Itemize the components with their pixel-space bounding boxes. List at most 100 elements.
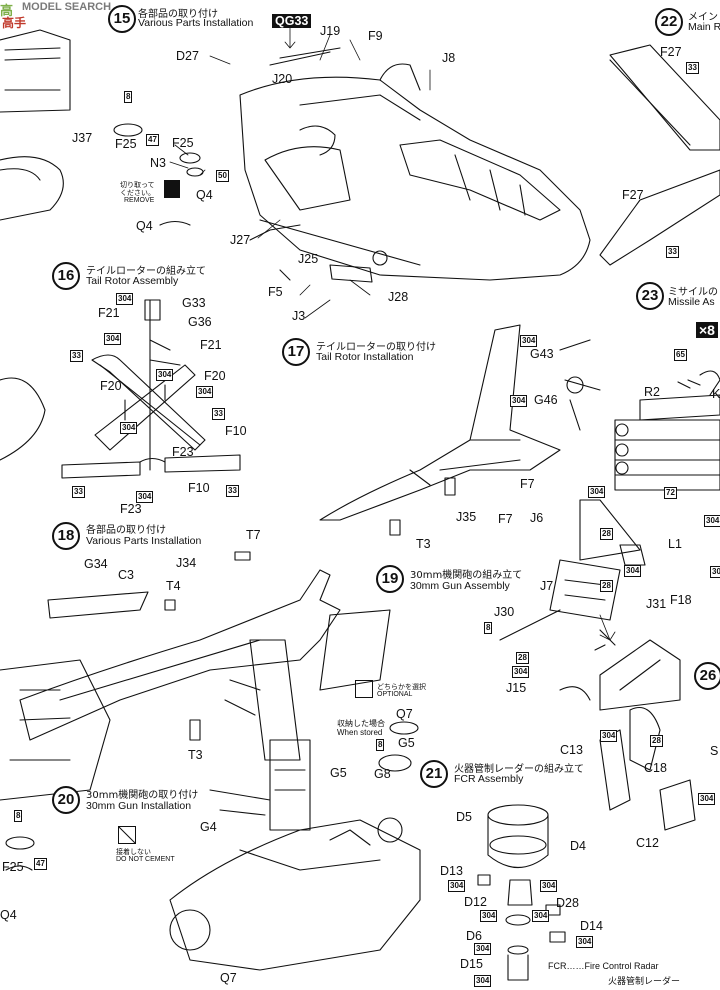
step-20-number: 20	[52, 786, 80, 814]
part-j20: J20	[272, 72, 293, 86]
step-23-number: 23	[636, 282, 664, 310]
part-t3-bottom: T3	[188, 748, 203, 762]
part-d13: D13	[440, 864, 463, 878]
step-19-jp: 30mm機関砲の組み立て	[410, 570, 523, 581]
part-j34: J34	[176, 556, 197, 570]
part-s: S	[710, 744, 719, 758]
tag-8-bottom: 8	[14, 810, 23, 822]
part-g46: G46	[534, 393, 558, 407]
part-f25-top: F25	[172, 136, 194, 150]
part-f5: F5	[268, 285, 283, 299]
step-22-number: 22	[655, 8, 683, 36]
part-q4-bottom: Q4	[0, 908, 17, 922]
part-q7-optional: Q7	[396, 707, 413, 721]
tag-50: 50	[216, 170, 229, 182]
step-15-jp: 各部品の取り付け	[138, 9, 218, 20]
part-f10-bottom: F10	[188, 481, 210, 495]
part-f21-right: F21	[200, 338, 222, 352]
step-26-number: 26	[694, 662, 720, 690]
step-18-en: Various Parts Installation	[86, 535, 202, 547]
tag-304-e: 304	[120, 422, 138, 434]
part-l1: L1	[668, 537, 682, 551]
x8-badge: ×8	[696, 322, 718, 338]
no-cement-icon	[118, 826, 136, 844]
tag-28-b: 28	[600, 580, 613, 592]
tag-8-top: 8	[124, 91, 133, 103]
part-d5: D5	[456, 810, 472, 824]
tag-33-b: 33	[666, 246, 679, 258]
step-19-number: 19	[376, 565, 404, 593]
tag-72: 72	[664, 487, 677, 499]
part-d6: D6	[466, 929, 482, 943]
tag-304-t: 304	[576, 936, 594, 948]
step-20-en: 30mm Gun Installation	[86, 800, 192, 812]
tag-304-u: 304	[474, 943, 492, 955]
part-f25-left: F25	[115, 137, 137, 151]
tail-boom-drawing	[319, 324, 601, 536]
part-g5-optional: G5	[398, 736, 415, 750]
no-cement-en: DO NOT CEMENT	[116, 856, 175, 863]
remove-note-jp2: ください。	[120, 189, 155, 197]
tag-304-m: 304	[710, 566, 720, 578]
part-g4: G4	[200, 820, 217, 834]
tail-boom-side-drawing	[19, 551, 391, 761]
step-17-number: 17	[282, 338, 310, 366]
part-k: K	[712, 387, 720, 401]
part-f23-right: F23	[172, 445, 194, 459]
optional-icon	[355, 680, 373, 698]
part-j15: J15	[506, 681, 527, 695]
tag-8-optional: 8	[376, 739, 385, 751]
no-cement-jp: 接着しない	[116, 848, 151, 856]
remove-note-en: REMOVE	[124, 197, 155, 204]
part-q7-bottom: Q7	[220, 971, 237, 985]
tag-304-n: 304	[600, 730, 618, 742]
step-21-jp: 火器管制レーダーの組み立て	[454, 764, 584, 775]
stored-jp: 収納した場合	[337, 719, 385, 728]
part-j31: J31	[646, 597, 667, 611]
part-j3: J3	[292, 309, 306, 323]
step-15-number: 15	[108, 5, 136, 33]
leader-lines	[169, 27, 616, 641]
gun-assembly-drawing	[499, 499, 646, 651]
part-t3-top: T3	[416, 537, 431, 551]
optional-en: OPTIONAL	[377, 691, 413, 698]
tail-rotor-assembly-drawing	[61, 299, 241, 479]
part-f18: F18	[670, 593, 692, 607]
tag-47-bottom: 47	[34, 858, 47, 870]
part-j37: J37	[72, 131, 93, 145]
tag-304-l: 304	[704, 515, 720, 527]
part-f20-right: F20	[204, 369, 226, 383]
part-f27-top: F27	[660, 45, 682, 59]
part-r2: R2	[644, 385, 660, 399]
tag-304-a: 304	[116, 293, 134, 305]
part-g43: G43	[530, 347, 554, 361]
step-21-number: 21	[420, 760, 448, 788]
step-22-jp: メイン	[688, 12, 718, 23]
part-c12: C12	[636, 836, 659, 850]
helicopter-nose-drawing	[239, 47, 591, 283]
part-q4-mid: Q4	[136, 219, 153, 233]
tag-33-e: 33	[72, 486, 85, 498]
tag-33-f: 33	[226, 485, 239, 497]
tag-33-a: 33	[686, 62, 699, 74]
part-c18: C18	[644, 761, 667, 775]
part-g34: G34	[84, 557, 108, 571]
step-15-en: Various Parts Installation	[138, 17, 254, 29]
tag-304-j: 304	[624, 565, 642, 577]
tag-33-c: 33	[70, 350, 83, 362]
tag-65: 65	[674, 349, 687, 361]
part-f7-bottom: F7	[498, 512, 513, 526]
remove-icon	[164, 180, 180, 198]
tag-33-d: 33	[212, 408, 225, 420]
step-16-en: Tail Rotor Assembly	[86, 275, 179, 287]
gun-cradle-drawing	[559, 639, 696, 831]
tag-304-p: 304	[448, 880, 466, 892]
tag-28-a: 28	[600, 528, 613, 540]
part-g8: G8	[374, 767, 391, 781]
part-d14: D14	[580, 919, 603, 933]
part-f27-bottom: F27	[622, 188, 644, 202]
step-18-number: 18	[52, 522, 80, 550]
part-f7-top: F7	[520, 477, 535, 491]
part-j25: J25	[298, 252, 319, 266]
